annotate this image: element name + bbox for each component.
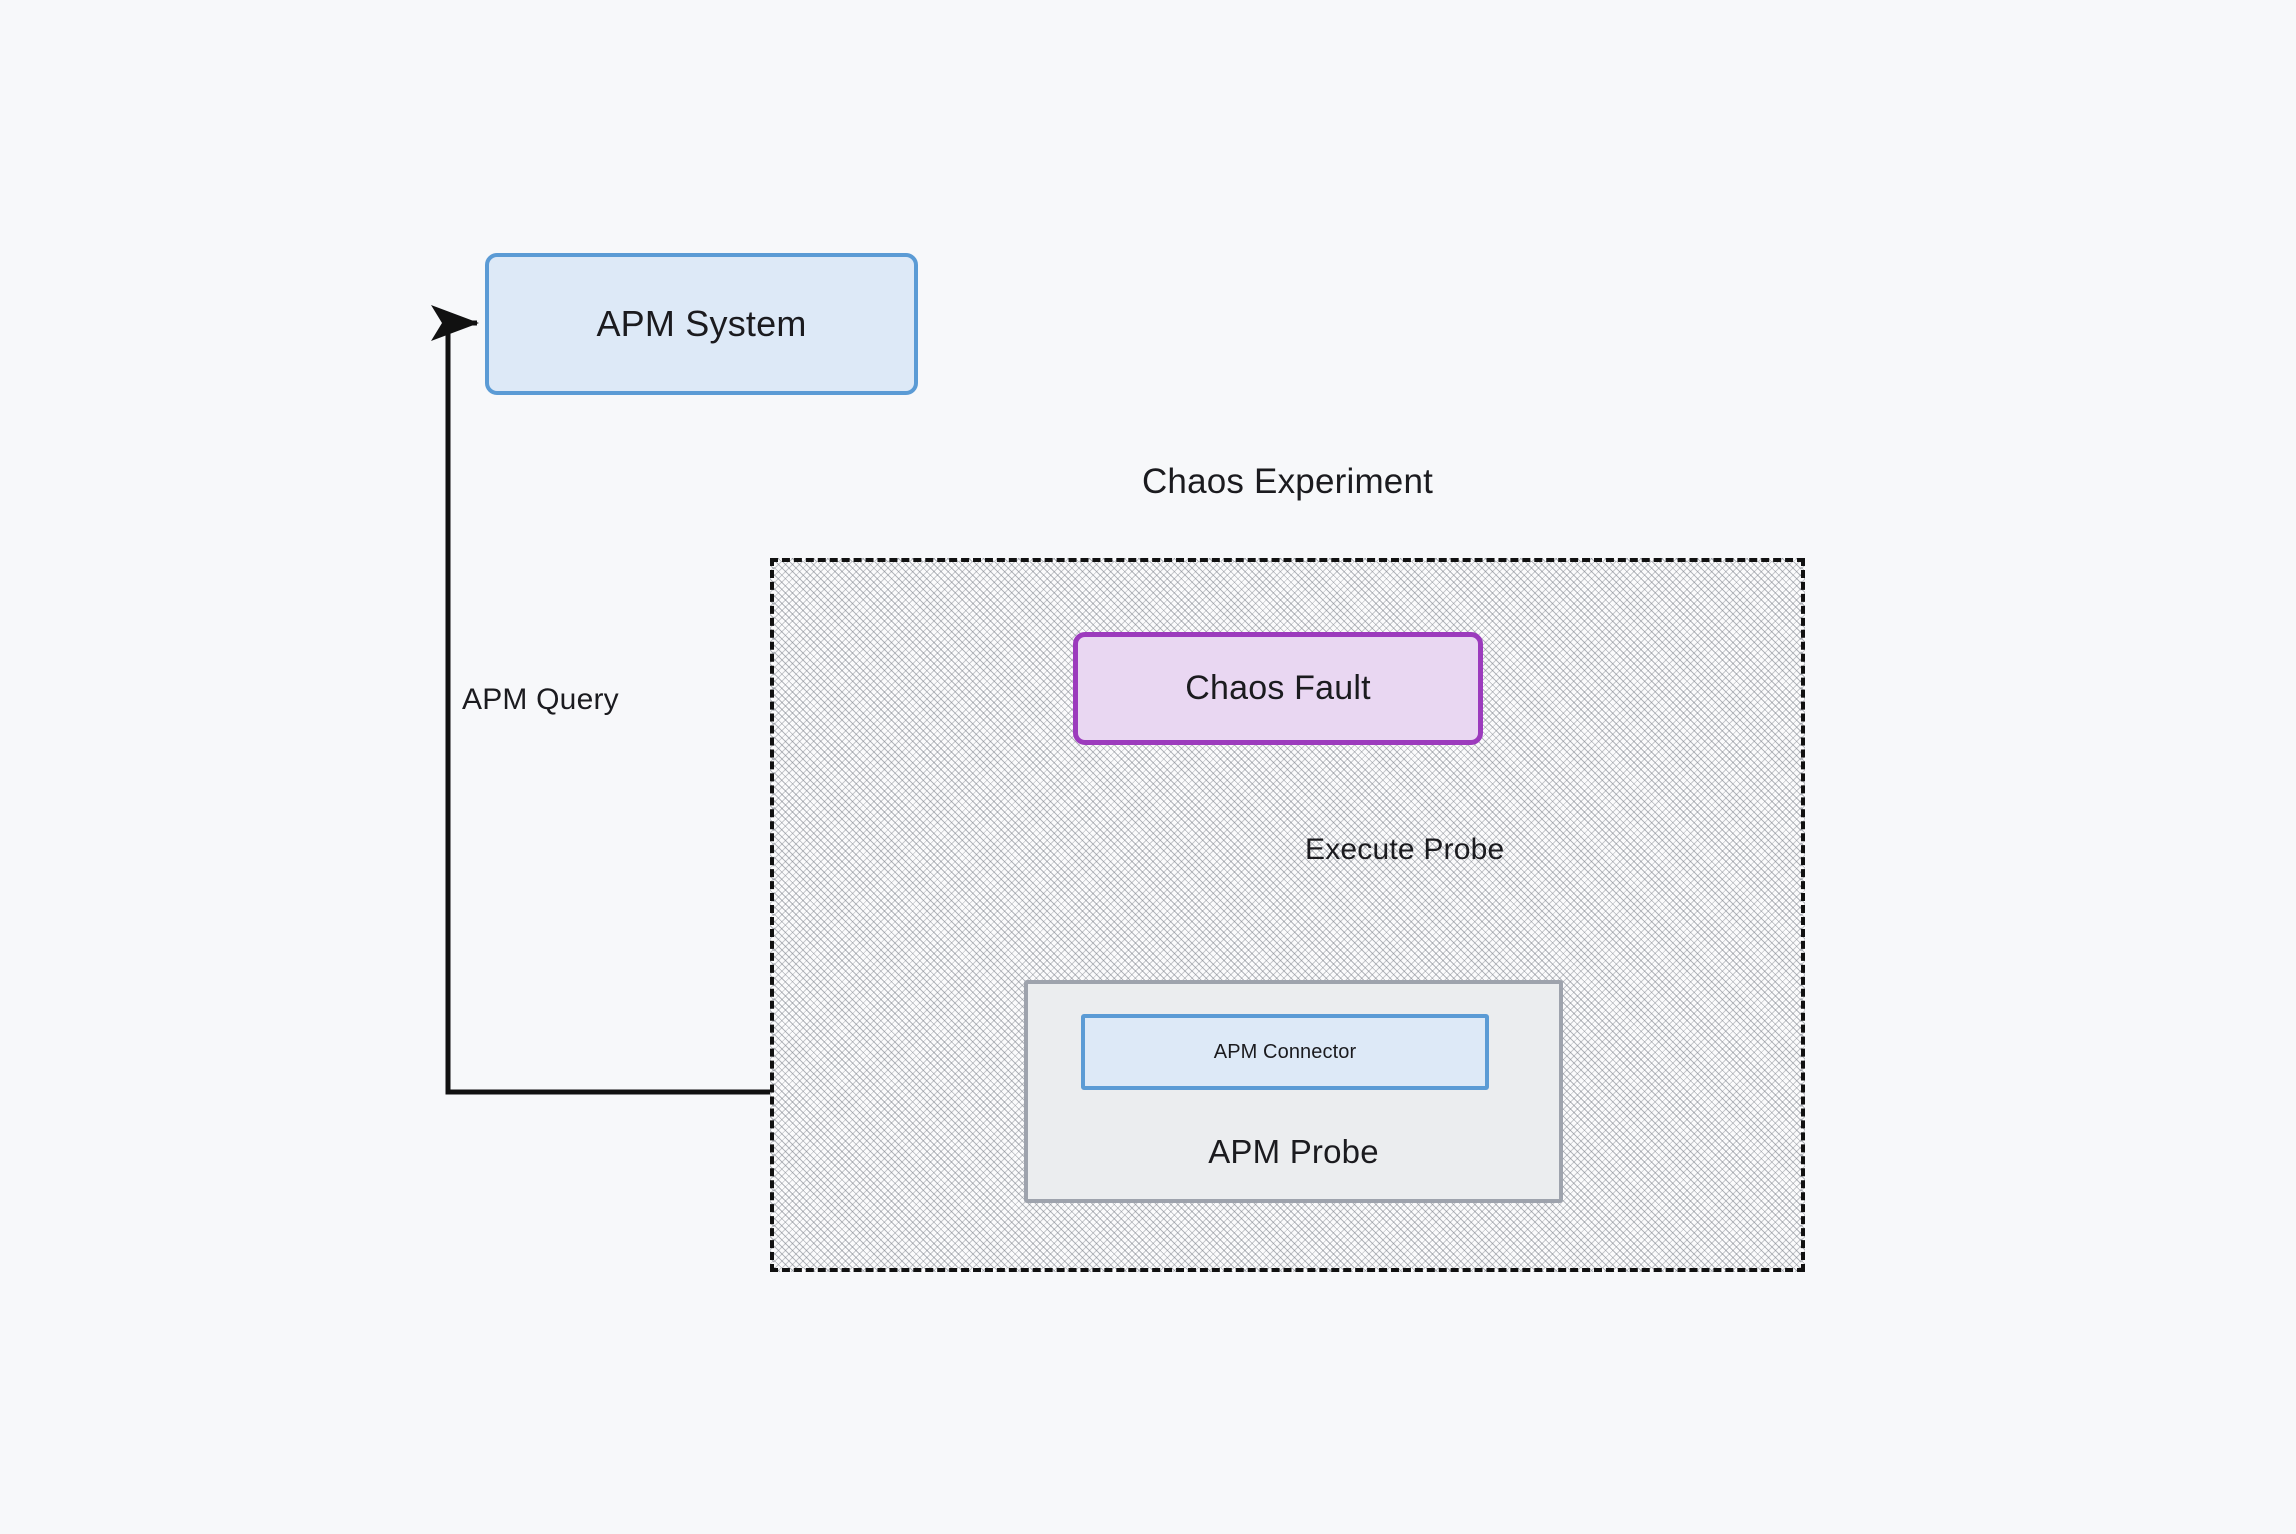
group-chaos-experiment-title: Chaos Experiment [1141, 462, 1434, 501]
edge-label-apm-query: APM Query [462, 683, 619, 716]
node-apm-system[interactable]: APM System [485, 253, 918, 395]
edge-label-execute-probe: Execute Probe [1305, 833, 1505, 866]
node-apm-probe-label: APM Probe [1208, 1133, 1379, 1170]
node-apm-connector[interactable]: APM Connector [1081, 1014, 1489, 1090]
node-chaos-fault[interactable]: Chaos Fault [1073, 632, 1483, 745]
node-chaos-fault-label: Chaos Fault [1185, 669, 1371, 707]
node-apm-connector-label: APM Connector [1213, 1040, 1357, 1063]
node-apm-system-label: APM System [596, 303, 807, 344]
